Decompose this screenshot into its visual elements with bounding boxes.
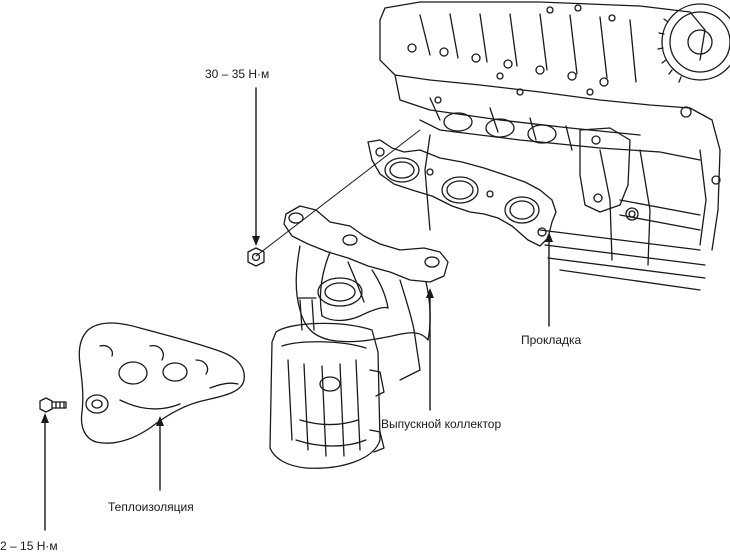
bolt-alignment-line	[255, 129, 421, 257]
catalytic-converter	[269, 322, 385, 469]
torque-label-shield-bolt: 2 – 15 Н·м	[0, 539, 58, 553]
callout-leaders	[44, 87, 550, 531]
manifold-gasket	[367, 139, 557, 247]
exhaust-manifold-label: Выпускной коллектор	[381, 417, 502, 431]
exhaust-manifold	[283, 205, 449, 381]
torque-label-manifold-nuts: 30 – 35 Н·м	[205, 67, 270, 81]
gasket-label: Прокладка	[521, 333, 582, 347]
heat-shield-bolt	[39, 397, 67, 413]
heat-shield	[78, 322, 245, 444]
leader-arrowheads	[41, 232, 553, 426]
manifold-nut	[247, 247, 265, 267]
engine-cylinder-head	[379, 1, 730, 291]
heat-shield-label: Теплоизоляция	[108, 500, 194, 514]
